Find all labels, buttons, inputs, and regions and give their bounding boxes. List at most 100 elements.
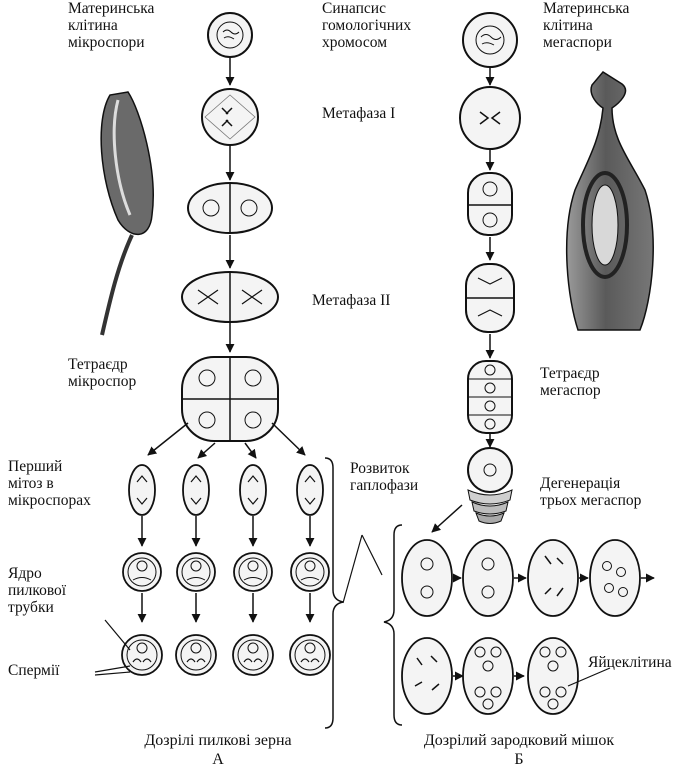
label-tetrad-mega: Тетраєдр мегаспор	[540, 365, 601, 399]
young-pollen-grain	[290, 552, 330, 592]
pollen-development	[121, 464, 331, 676]
label-tube-nucleus: Ядро пилкової трубки	[8, 565, 67, 616]
caption-letter-b: Б	[514, 751, 524, 768]
young-pollen-grain	[122, 552, 162, 592]
tube-nucleus	[247, 560, 259, 572]
embryo-sac-stage	[401, 539, 453, 617]
spindle-mark	[190, 475, 202, 505]
label-egg-cell: Яйцеклітина	[588, 654, 672, 671]
label-tetrad-micro: Тетраєдр мікроспор	[68, 356, 137, 390]
mitosis-cell	[182, 464, 210, 516]
caption-letter-a: А	[212, 751, 224, 768]
generative-cell	[132, 577, 152, 581]
caption-mature-pollen: Дозрілі пилкові зерна	[144, 732, 292, 749]
young-pollen-grain	[233, 552, 273, 592]
label-first-mitosis: Перший мітоз в мікроспорах	[8, 458, 91, 509]
metaphase1-cell	[201, 88, 259, 146]
mitosis-cell	[296, 464, 324, 516]
sac-nucleus	[547, 660, 559, 672]
sac-nucleus	[602, 561, 612, 571]
sac-nucleus	[555, 646, 567, 658]
sac-nucleus	[616, 567, 626, 577]
tube-nucleus	[304, 560, 316, 572]
spindle-mark	[136, 475, 148, 505]
generative-cell	[300, 577, 320, 581]
label-degeneration: Дегенерація трьох мегаспор	[540, 475, 642, 509]
embryo-sac-development	[401, 539, 655, 715]
mature-pollen-grain	[289, 634, 331, 676]
embryo-sac-stage	[527, 637, 579, 715]
tube-nucleus	[136, 642, 148, 654]
sac-nucleus	[420, 585, 434, 599]
mature-pollen-grain	[232, 634, 274, 676]
sac-nucleus	[420, 557, 434, 571]
sperm-cells	[243, 658, 263, 663]
pollen-inner-wall	[180, 639, 212, 671]
spindle-mark	[304, 475, 316, 505]
sac-nucleus	[604, 583, 614, 593]
spindle-mark	[247, 475, 259, 505]
sac-nucleus	[481, 557, 495, 571]
embryo-sac-stage	[462, 539, 514, 617]
young-pollen-grain	[176, 552, 216, 592]
pollen-inner-wall	[237, 639, 269, 671]
tube-nucleus	[304, 642, 316, 654]
tube-nucleus	[247, 642, 259, 654]
sac-nucleus	[474, 646, 486, 658]
pollen-inner-wall	[181, 557, 211, 587]
megaspore-tetrad	[467, 360, 513, 434]
microspore-meiosis	[147, 12, 306, 459]
pollen-inner-wall	[295, 557, 325, 587]
sac-nucleus	[539, 686, 551, 698]
sac-nucleus	[555, 686, 567, 698]
generative-cell	[186, 577, 206, 581]
label-metaphase1: Метафаза І	[322, 105, 396, 122]
label-metaphase2: Метафаза ІІ	[312, 292, 391, 309]
mitosis-cell	[128, 464, 156, 516]
pollen-inner-wall	[238, 557, 268, 587]
label-synapsis: Синапсис гомологічних хромосом	[322, 0, 412, 51]
sac-nucleus	[490, 686, 502, 698]
mega-mother-cell	[462, 12, 518, 68]
embryo-sac-stage	[527, 539, 579, 617]
microspore-tetrad	[181, 356, 279, 442]
mature-pollen-grain	[175, 634, 217, 676]
dividing-nuclei	[544, 555, 564, 597]
degenerating-megaspores	[467, 447, 513, 524]
anther-drawing	[100, 91, 154, 336]
embryo-sac-stage	[462, 637, 514, 715]
label-mega-mother-cell: Материнська клітина мегаспори	[543, 0, 630, 51]
sperm-cells	[186, 658, 206, 663]
megaspore-meiosis	[431, 12, 521, 533]
sac-nucleus	[482, 660, 494, 672]
generative-cell	[243, 577, 263, 581]
mature-pollen-grain	[121, 634, 163, 676]
sac-nucleus	[618, 587, 628, 597]
sperm-cells	[132, 658, 152, 663]
label-sperms: Спермії	[8, 662, 60, 679]
sac-nucleus	[490, 646, 502, 658]
pollen-inner-wall	[126, 639, 158, 671]
tube-nucleus	[190, 642, 202, 654]
sac-nucleus	[482, 698, 494, 710]
sac-nucleus	[474, 686, 486, 698]
sperm-cells	[300, 658, 320, 663]
sac-brace	[383, 524, 403, 726]
pistil-drawing	[565, 71, 654, 331]
tube-nucleus	[136, 560, 148, 572]
micro-mother-cell	[207, 12, 253, 58]
pollen-inner-wall	[127, 557, 157, 587]
mitosis-cell	[239, 464, 267, 516]
haplophase-brace	[324, 457, 344, 729]
embryo-sac-stage	[401, 637, 453, 715]
sac-nucleus	[539, 646, 551, 658]
tube-nucleus	[190, 560, 202, 572]
sac-nucleus	[481, 585, 495, 599]
dividing-nuclei	[414, 655, 440, 691]
embryo-sac-stage	[589, 539, 641, 617]
pollen-inner-wall	[294, 639, 326, 671]
caption-mature-sac: Дозрілий зародковий мішок	[423, 732, 615, 749]
sac-nucleus	[547, 698, 559, 710]
label-micro-mother-cell: Материнська клітина мікроспори	[68, 0, 155, 51]
